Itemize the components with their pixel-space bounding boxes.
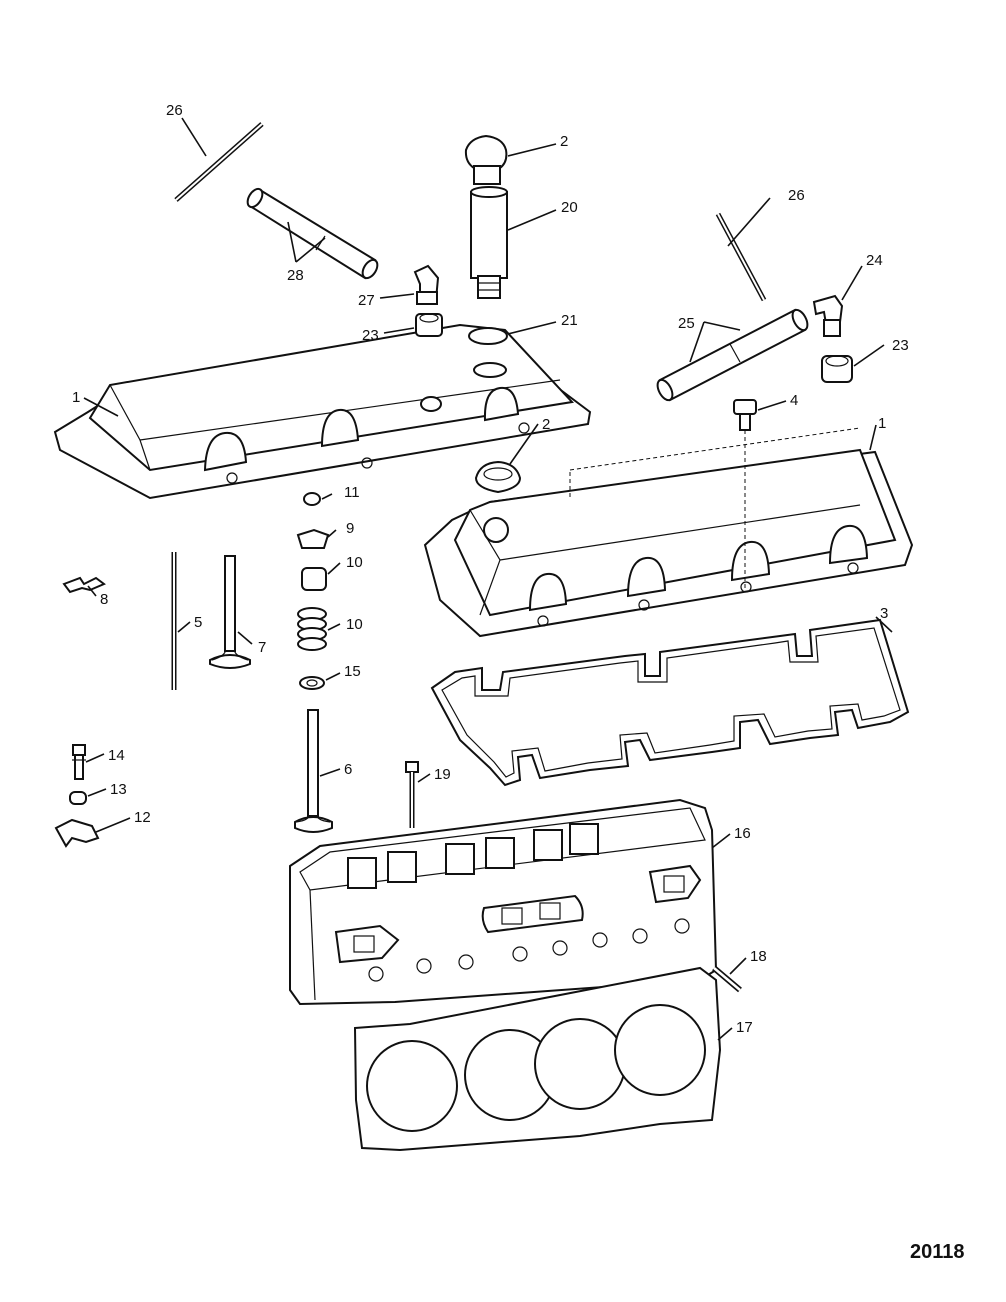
callout-23-left: 23	[362, 327, 379, 344]
callout-2-lower: 2	[542, 416, 550, 433]
callout-2-top: 2	[560, 133, 568, 150]
rocker-arm	[54, 818, 100, 848]
breather-hose-right	[656, 308, 809, 402]
callout-17: 16	[734, 825, 751, 842]
spring-cap	[296, 528, 330, 549]
callout-1-right: 1	[878, 415, 886, 432]
elbow-fitting-right	[812, 294, 844, 337]
callout-14: 13	[110, 781, 127, 798]
callout-1-left: 1	[72, 389, 80, 406]
pushrod-right	[715, 212, 767, 302]
valve-cover-gasket	[430, 618, 910, 787]
callout-26-right: 26	[788, 187, 805, 204]
cover-bolt	[733, 399, 757, 590]
callout-20: 19	[434, 766, 451, 783]
head-bolt	[405, 761, 419, 828]
callout-7: 7	[258, 639, 266, 656]
callout-9: 9	[346, 520, 354, 537]
valve-keeper	[303, 492, 321, 506]
callout-19: 18	[750, 948, 767, 965]
oil-fill-tube	[470, 186, 508, 299]
cylinder-head	[289, 798, 718, 1006]
callout-13: 12	[134, 809, 151, 826]
callout-25: 25	[678, 315, 695, 332]
right-valve-cover	[423, 427, 914, 638]
callout-22: 21	[561, 312, 578, 329]
breather-cap	[474, 460, 522, 494]
intake-valve	[209, 555, 251, 669]
breather-hose-left	[246, 187, 379, 280]
callout-11: 10	[346, 616, 363, 633]
figure-number: 20118	[910, 1241, 965, 1263]
pushrod-left	[174, 122, 264, 202]
filler-cap-top	[464, 134, 508, 185]
leader-lines	[83, 117, 893, 1041]
callout-15: 14	[108, 747, 125, 764]
callout-6: 6	[344, 761, 352, 778]
callout-10: 10	[346, 554, 363, 571]
o-ring	[468, 327, 508, 345]
valve-spring	[297, 607, 327, 651]
callout-26-left: 26	[166, 102, 183, 119]
callout-27: 27	[358, 292, 375, 309]
rocker-stud	[72, 744, 86, 780]
callout-23-right: 23	[892, 337, 909, 354]
head-gasket	[353, 966, 722, 1152]
callout-28: 28	[287, 267, 304, 284]
callout-12: 11	[344, 484, 360, 501]
callout-16: 15	[344, 663, 361, 680]
callout-labels: 26 2 20 26 28 24 27 23 21 25 23 1 4 1 2 …	[72, 102, 965, 1263]
left-valve-cover	[53, 323, 592, 500]
callout-18: 17	[736, 1019, 753, 1036]
spring-shim	[299, 676, 325, 690]
valve-seal	[301, 567, 327, 591]
grommet-right	[821, 355, 853, 383]
head-stud	[712, 965, 742, 993]
elbow-fitting-left	[413, 264, 440, 305]
exhaust-valve	[294, 709, 333, 833]
callout-21: 20	[561, 199, 578, 216]
callout-24: 24	[866, 252, 883, 269]
rocker-guide-clip	[62, 576, 106, 594]
callout-5: 5	[194, 614, 202, 631]
callout-3: 3	[880, 605, 888, 622]
callout-4: 4	[790, 392, 798, 409]
grommet-left	[415, 313, 443, 337]
callout-8: 8	[100, 591, 108, 608]
rocker-nut	[69, 791, 87, 805]
